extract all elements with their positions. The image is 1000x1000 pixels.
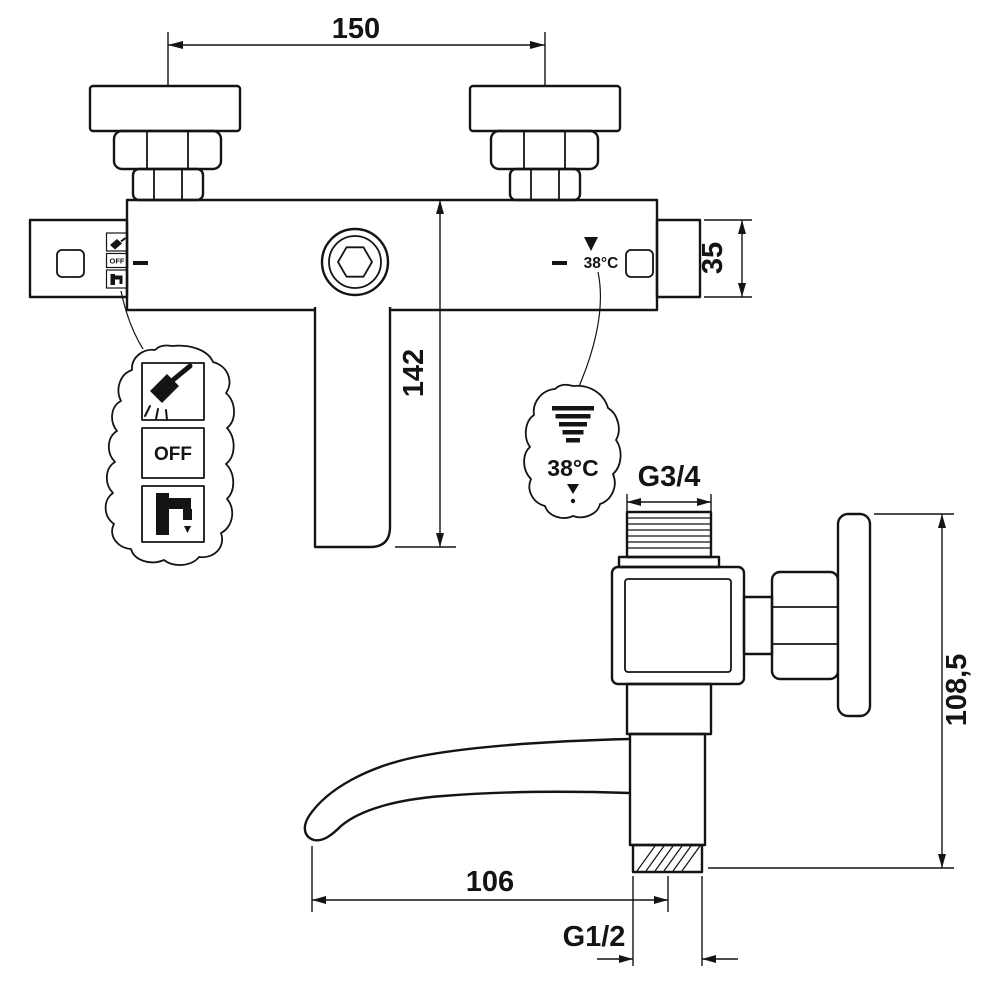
off-label: OFF	[154, 444, 192, 465]
callout-leader-right	[576, 271, 601, 392]
front-view: 150	[28, 13, 752, 566]
temp-callout-label: 38°C	[547, 455, 598, 481]
callout-leader-left	[120, 290, 144, 350]
function-square-left	[56, 249, 85, 278]
temp-callout: 38°C	[523, 383, 622, 519]
callout-cloud-outline	[104, 344, 235, 566]
spout-side	[303, 737, 631, 842]
mode-icons-small: OFF	[105, 232, 129, 289]
dim-spout-drop-label: 142	[398, 349, 430, 397]
side-view: G3/4	[303, 461, 973, 966]
wall-flange	[836, 512, 872, 718]
dim-end-cap-height-label: 35	[697, 242, 729, 274]
tap-mini-icon	[105, 269, 129, 289]
temp-marking: 38°C	[584, 237, 619, 272]
wall-connector	[742, 595, 774, 656]
mounting-nut-left	[112, 129, 223, 202]
handle-mark-right	[552, 261, 567, 265]
thread-collar	[617, 555, 721, 569]
body-lower	[628, 732, 707, 847]
spout-front-fill	[315, 307, 390, 547]
off-box: OFF	[141, 427, 205, 479]
mounting-nut-side	[770, 570, 840, 681]
tap-icon	[141, 485, 205, 543]
bottom-thread	[631, 843, 704, 874]
shower-mini-icon	[105, 232, 129, 252]
temp-marking-label: 38°C	[584, 255, 619, 272]
bottom-thread-label: G1/2	[563, 921, 626, 953]
top-thread	[625, 510, 713, 559]
temp-callout-outline	[523, 383, 622, 519]
shower-icon	[141, 362, 205, 421]
body-neck	[625, 682, 713, 736]
hex-screw	[320, 227, 390, 297]
dim-overall-height: 108,5	[708, 513, 973, 869]
body-main	[125, 198, 659, 312]
dim-spout-reach: 106	[311, 846, 669, 912]
dim-top-thread	[626, 494, 712, 512]
function-callout: OFF	[104, 344, 235, 566]
dim-end-cap-height: 35	[697, 219, 752, 298]
dim-mount-spacing-label: 150	[332, 13, 380, 45]
temp-pointer-icon	[567, 484, 579, 494]
square-handle	[610, 565, 746, 686]
function-square-right	[625, 249, 654, 278]
dim-mount-spacing: 150	[167, 13, 546, 86]
dim-spout-reach-label: 106	[466, 866, 514, 898]
mounting-nut-right	[489, 129, 600, 202]
dim-bottom-thread	[597, 876, 738, 966]
off-mini-label: OFF	[110, 257, 125, 266]
body-right-cap	[655, 218, 702, 299]
handle-mark-left	[133, 261, 148, 265]
spout-side-fill	[304, 739, 630, 841]
spout-front	[313, 307, 392, 549]
dim-overall-height-label: 108,5	[941, 654, 973, 727]
escutcheon-left	[88, 84, 242, 133]
off-mini-box: OFF	[105, 252, 129, 269]
thermometer-icon	[552, 406, 594, 443]
top-thread-label: G3/4	[638, 461, 701, 493]
escutcheon-right	[468, 84, 622, 133]
dim-spout-drop: 142	[395, 199, 456, 548]
